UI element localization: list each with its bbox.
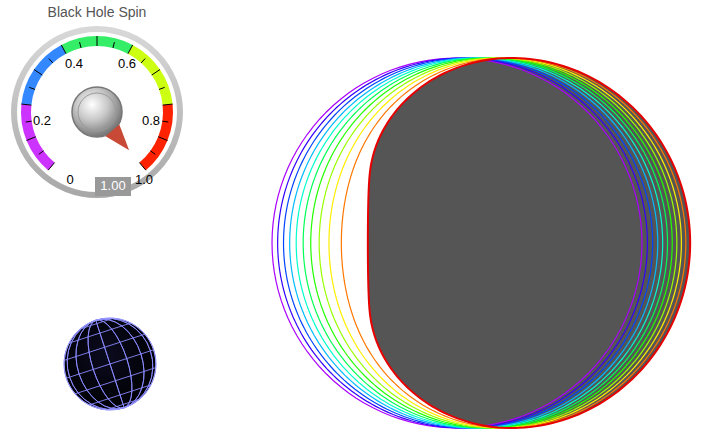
- gauge-pointer: [106, 125, 130, 151]
- gauge-tick: [139, 163, 145, 171]
- sphere-meridian: [65, 310, 155, 418]
- gauge-band: [128, 45, 173, 105]
- gauge-tick: [48, 163, 54, 171]
- tick-label: 0.6: [118, 57, 136, 71]
- sphere-body: [64, 318, 156, 410]
- sphere-parallel: [69, 323, 131, 343]
- gauge-bezel: [14, 29, 180, 195]
- shadow-outline: [272, 58, 642, 428]
- gauge-title: Black Hole Spin: [48, 5, 147, 20]
- shadow-outline: [368, 58, 690, 428]
- spin-gauge: [14, 29, 180, 196]
- gauge-tick: [158, 137, 167, 141]
- tick-label: 0.4: [65, 57, 83, 71]
- gauge-band: [61, 36, 132, 54]
- sphere-parallel: [64, 334, 145, 360]
- spin-value: 1.00: [100, 179, 125, 193]
- tick-label: 0.8: [142, 114, 160, 128]
- sphere-meridian: [55, 307, 164, 421]
- wireframe-sphere: [52, 306, 168, 422]
- gauge-tick: [49, 58, 53, 62]
- gauge-tick: [27, 137, 36, 141]
- gauge-tick: [26, 121, 32, 123]
- sphere-meridian: [55, 307, 164, 421]
- shadow-outline: [329, 58, 681, 428]
- black-hole-shadow: [272, 58, 690, 428]
- shadow-outline: [284, 58, 653, 428]
- gauge-tick: [159, 87, 165, 89]
- gauge-band: [139, 104, 173, 170]
- gauge-tick: [162, 121, 168, 123]
- sphere-meridian: [52, 306, 168, 422]
- gauge-band: [21, 45, 66, 105]
- gauge-tick: [39, 151, 44, 155]
- gauge-tick: [113, 42, 114, 48]
- tick-label: 0: [66, 173, 73, 187]
- gauge-knob-ring: [78, 93, 116, 131]
- gauge-tick: [80, 42, 81, 48]
- gauge-tick: [21, 104, 31, 105]
- shadow-outline: [319, 58, 677, 428]
- sphere-outline: [64, 318, 156, 410]
- sphere-parallel: [89, 385, 151, 405]
- gauge-tick: [141, 58, 145, 62]
- gauge-tick: [150, 151, 155, 155]
- gauge-tick: [128, 45, 133, 54]
- shadow-outline: [296, 58, 662, 428]
- shadow-outline: [311, 58, 672, 428]
- gauge-tick: [61, 45, 66, 54]
- shadow-outline: [303, 58, 667, 428]
- sphere-parallel: [66, 350, 153, 378]
- shadow-outline: [278, 58, 648, 428]
- tick-label: 1.0: [135, 173, 153, 187]
- gauge-tick: [29, 87, 35, 89]
- value-box: [95, 177, 131, 196]
- gauge-tick: [152, 70, 160, 76]
- gauge-tick: [34, 70, 42, 76]
- gauge-tick: [163, 104, 173, 105]
- shadow-outline: [290, 58, 658, 428]
- sphere-meridian: [65, 310, 155, 418]
- gauge-band: [21, 104, 55, 170]
- tick-label: 0.2: [33, 114, 51, 128]
- gauge-tick: [97, 36, 98, 46]
